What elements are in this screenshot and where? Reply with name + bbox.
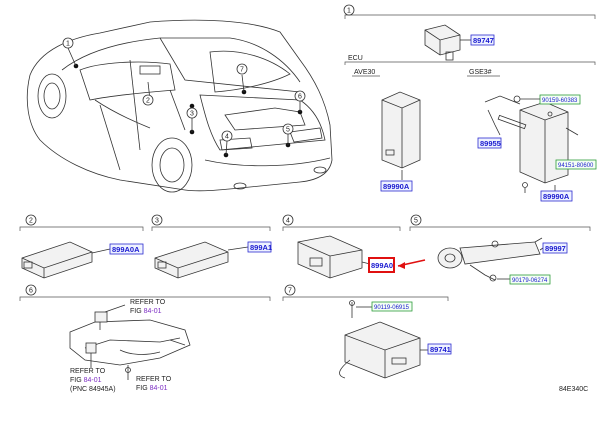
car-illustration [26, 19, 333, 193]
bolt-90159-60383-box[interactable] [539, 94, 581, 105]
refer-to-2-line2: FIG 84-01 [70, 377, 102, 384]
antenna-899a1-drawing [154, 241, 249, 279]
callout-number: 4 [225, 134, 229, 141]
part-899a0a-box[interactable] [109, 243, 144, 255]
part-89990a-gse-box[interactable] [540, 190, 573, 202]
ecu-ave30-drawing [381, 91, 421, 180]
section-number: 3 [155, 218, 159, 225]
part-number-899a1[interactable]: 899A1 [250, 243, 272, 252]
part-89741-box[interactable] [427, 343, 452, 355]
part-89997-box[interactable] [542, 242, 568, 254]
sensor-89747-drawing [424, 24, 472, 61]
fig-link-2[interactable]: 84-01 [84, 377, 102, 384]
section-5: 5 89997 90179-06274 [409, 214, 591, 285]
bolt-number-90159-60383[interactable]: 90159-60383 [542, 98, 578, 104]
fig-link-1[interactable]: 84-01 [144, 308, 162, 315]
callout-number: 6 [298, 94, 302, 101]
section-2: 2 899A0A [19, 214, 144, 279]
wiring-assembly-drawing [69, 304, 191, 380]
car-callout-1: 1 [62, 37, 74, 49]
fig-link-3[interactable]: 84-01 [150, 385, 168, 392]
section-number: 5 [414, 218, 418, 225]
callout-number: 7 [240, 67, 244, 74]
refer-to-2-line1: REFER TO [70, 368, 106, 375]
refer-to-1-line2: FIG 84-01 [130, 308, 162, 315]
antenna-899a0-drawing [297, 235, 371, 279]
section-7: 7 90119-06915 89741 [282, 284, 452, 379]
section-number: 2 [29, 218, 33, 225]
part-89955-box[interactable] [477, 137, 502, 149]
callout-number: 1 [66, 41, 70, 48]
car-callout-2: 2 [142, 94, 154, 106]
car-callout-5: 5 [282, 123, 294, 135]
nut-94151-80600-box[interactable] [555, 159, 597, 170]
bolt-90119-06915-box[interactable] [371, 301, 413, 312]
sensor-89997-drawing [437, 237, 544, 282]
part-number-89747[interactable]: 89747 [473, 36, 494, 45]
refer-to-3-line2: FIG 84-01 [136, 385, 168, 392]
section-number: 7 [288, 288, 292, 295]
section-4: 4 899A0 [282, 214, 426, 279]
section-number: 4 [286, 218, 290, 225]
callout-number: 2 [146, 98, 150, 105]
section-6: 6 REFER TO FIG 84-01 REFER TO FIG 84-01 … [19, 284, 271, 393]
gse3-label: GSE3# [469, 69, 492, 76]
bolt-number-90179-06274[interactable]: 90179-06274 [512, 278, 548, 284]
section-3: 3 899A1 [151, 214, 272, 279]
part-number-89741[interactable]: 89741 [430, 345, 451, 354]
section-1: 1 89747 ECU AVE30 GSE3# 89990A [343, 4, 597, 202]
module-89741-drawing [339, 300, 428, 379]
refer-to-1-line1: REFER TO [130, 299, 166, 306]
callout-number: 5 [286, 127, 290, 134]
part-number-89990a-ave[interactable]: 89990A [383, 182, 410, 191]
bolt-90179-06274-box[interactable] [509, 274, 551, 285]
ecu-label: ECU [348, 55, 363, 62]
car-callout-6: 6 [294, 90, 306, 102]
part-899a0-highlight-box[interactable] [368, 257, 395, 273]
section-number: 6 [29, 288, 33, 295]
antenna-899a0a-drawing [21, 241, 111, 279]
car-callout-3: 3 [186, 107, 198, 119]
car-callout-4: 4 [221, 130, 233, 142]
part-number-89997[interactable]: 89997 [545, 244, 566, 253]
car-callout-7: 7 [236, 63, 248, 75]
part-89747-box[interactable] [470, 34, 495, 46]
callout-number: 3 [190, 111, 194, 118]
highlight-arrow-head [398, 262, 405, 269]
diagram-code: 84E340C [559, 386, 588, 393]
ave30-label: AVE30 [354, 69, 375, 76]
part-number-89990a-gse[interactable]: 89990A [543, 192, 570, 201]
part-89990a-ave-box[interactable] [380, 180, 413, 192]
part-899a1-box[interactable] [247, 241, 272, 253]
pnc-note: (PNC 84945A) [70, 386, 116, 393]
section-number: 1 [347, 8, 351, 15]
refer-to-3-line1: REFER TO [136, 376, 172, 383]
bolt-number-90119-06915[interactable]: 90119-06915 [374, 305, 410, 311]
part-number-89955[interactable]: 89955 [480, 139, 501, 148]
part-number-899a0[interactable]: 899A0 [371, 261, 393, 270]
part-number-899a0a[interactable]: 899A0A [112, 245, 140, 254]
nut-number-94151-80600[interactable]: 94151-80600 [558, 163, 594, 169]
